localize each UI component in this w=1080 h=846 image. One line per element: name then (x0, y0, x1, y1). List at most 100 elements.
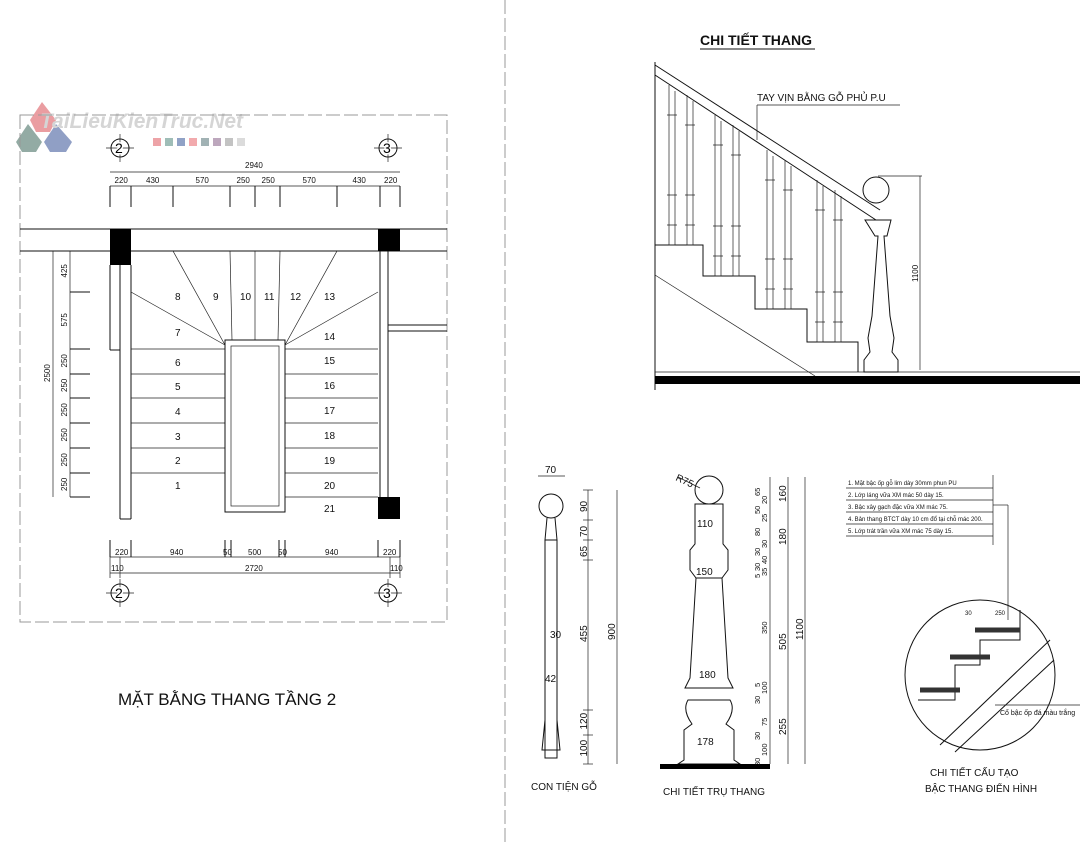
section-layer-note: 2. Lớp láng vữa XM mác 50 dày 15. (848, 493, 944, 499)
baluster (815, 180, 825, 343)
baluster-dim: 120 (579, 712, 590, 729)
plan-title: MẶT BẰNG THANG TẦNG 2 (118, 690, 336, 709)
step-number: 18 (324, 431, 336, 442)
column (378, 497, 400, 519)
newel-fine-dim: 30 (753, 758, 762, 766)
newel-fine-dim: 40 (760, 556, 769, 564)
section-layer-note: 1. Mặt bậc ốp gỗ lim dày 30mm phun PU (848, 480, 957, 487)
newel-fine-dim: 5 (753, 574, 762, 578)
step-number: 8 (175, 292, 181, 303)
left-total-dim: 2500 (43, 364, 52, 382)
plan-frame (19, 114, 448, 623)
top-dim: 250 (262, 176, 276, 185)
newel-fine-dim: 30 (753, 563, 762, 571)
newel-fine-dim: 30 (753, 548, 762, 556)
watermark-swatch (237, 138, 245, 146)
baluster (833, 190, 843, 343)
step-number: 9 (213, 292, 219, 303)
bottom-dim: 940 (170, 548, 184, 557)
baluster-width: 70 (545, 465, 557, 476)
baluster (731, 125, 741, 277)
baluster-section-dim: 42 (545, 674, 557, 685)
left-dim: 250 (60, 378, 69, 392)
bottom-dim: 50 (223, 548, 232, 557)
newel-group-dim: 160 (778, 485, 789, 502)
step-number: 1 (175, 481, 181, 492)
section-dim: 250 (995, 611, 1006, 617)
column (378, 229, 400, 251)
baluster-section-dim: 30 (550, 630, 562, 641)
watermark-swatches (153, 138, 245, 146)
newel-width-dim: 110 (697, 519, 713, 530)
stair-well (224, 339, 286, 513)
newel-fine-dim: 35 (760, 568, 769, 576)
grid-axis-label: 2 (115, 140, 123, 156)
newel-group-dim: 180 (778, 528, 789, 545)
grid-axis-label: 2 (115, 585, 123, 601)
step-number: 20 (324, 481, 336, 492)
baluster (667, 85, 677, 246)
newel-width-dim: 150 (696, 567, 713, 578)
watermark-swatch (165, 138, 173, 146)
newel-title: CHI TIẾT TRỤ THANG (663, 785, 765, 798)
step-section-detail: 1. Mặt bậc ốp gỗ lim dày 30mm phun PU 2. … (846, 475, 1080, 795)
left-dim: 250 (60, 477, 69, 491)
watermark-swatch (189, 138, 197, 146)
left-dim: 250 (60, 428, 69, 442)
step-number: 10 (240, 292, 252, 303)
detail-circle (904, 599, 1056, 751)
newel-fine-dim: 80 (753, 528, 762, 536)
left-dim: 250 (60, 354, 69, 368)
bottom-edge-dim: 110 (111, 564, 124, 573)
newel-group-dim: 255 (778, 718, 789, 735)
baluster-title: CON TIỆN GỖ (531, 780, 597, 793)
bottom-dim: 220 (383, 548, 397, 557)
height-dim: 1100 (911, 264, 920, 282)
step-number: 4 (175, 407, 181, 418)
bottom-dim: 220 (115, 548, 129, 557)
step-number: 15 (324, 356, 336, 367)
step-number: 5 (175, 382, 181, 393)
step-number: 17 (324, 406, 336, 417)
left-dim: 575 (60, 313, 69, 327)
watermark-logo: TaiLieuKienTruc.Net (16, 102, 245, 152)
stair-elevation: CHI TIẾT THANG TAY VỊN BẰNG GỖ PHỦ P.U 1… (654, 32, 1080, 390)
newel-fine-dim: 50 (753, 506, 762, 514)
step-number: 2 (175, 456, 181, 467)
handrail (654, 64, 881, 211)
handrail-label: TAY VỊN BẰNG GỖ PHỦ P.U (757, 91, 886, 104)
baluster-dim: 100 (579, 739, 590, 756)
newel-fine-dim: 75 (760, 718, 769, 726)
step-number: 7 (175, 328, 181, 339)
top-dim: 220 (115, 176, 129, 185)
bottom-total-dim: 2720 (245, 564, 263, 573)
newel-fine-dim: 350 (760, 621, 769, 634)
watermark-swatch (225, 138, 233, 146)
column (110, 229, 131, 265)
bottom-dim: 940 (325, 548, 339, 557)
newel-group-dim: 505 (778, 633, 789, 650)
grid-axis-label: 3 (383, 140, 391, 156)
baluster-dim: 90 (579, 500, 590, 512)
watermark-swatch (153, 138, 161, 146)
step-number: 3 (175, 432, 181, 443)
newel-fine-dim: 20 (760, 496, 769, 504)
watermark-swatch (177, 138, 185, 146)
watermark-swatch (201, 138, 209, 146)
section-layer-note: 5. Lớp trát trần vữa XM mác 75 dày 15. (848, 529, 953, 535)
section-title-1: CHI TIẾT CẤU TẠO (930, 766, 1019, 779)
step-number: 11 (264, 292, 275, 303)
top-dim: 430 (146, 176, 160, 185)
baluster-total-dim: 900 (607, 623, 618, 640)
nosing-label: Cổ bậc ốp đá màu trắng (1000, 708, 1075, 717)
newel-fine-dim: 100 (760, 681, 769, 694)
newel-post (863, 219, 899, 373)
step-number: 13 (324, 292, 336, 303)
section-layer-note: 4. Bản thang BTCT dày 10 cm đổ tại chỗ m… (848, 516, 983, 523)
newel-fine-dim: 100 (760, 743, 769, 756)
baluster (783, 160, 793, 310)
